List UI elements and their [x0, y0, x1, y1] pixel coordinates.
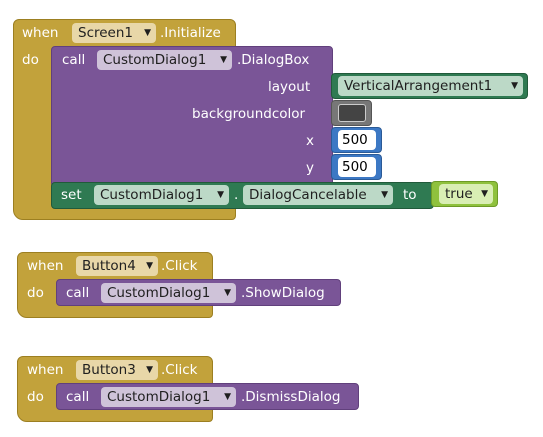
do-label: do: [27, 285, 44, 301]
call-label: call: [62, 52, 86, 68]
call-label: call: [66, 389, 90, 405]
button3-dropdown-value: Button3: [82, 362, 136, 378]
click-event-label: .Click: [161, 362, 198, 378]
set-label: set: [61, 187, 82, 203]
do-label: do: [27, 389, 44, 405]
chevron-down-icon: ▼: [146, 365, 153, 375]
true-dropdown[interactable]: true ▼: [439, 184, 493, 204]
backgroundcolor-param-label: backgroundcolor: [192, 106, 306, 122]
showdialog-customdialog1-dropdown[interactable]: CustomDialog1 ▼: [101, 283, 236, 303]
do-label: do: [22, 52, 39, 68]
dismissdialog-method-label: .DismissDialog: [241, 389, 341, 405]
true-dropdown-value: true: [445, 186, 473, 202]
dismissdialog-customdialog1-dropdown[interactable]: CustomDialog1 ▼: [101, 387, 236, 407]
x-number-field[interactable]: 500: [338, 130, 376, 150]
layout-param-label: layout: [268, 79, 311, 95]
chevron-down-icon: ▼: [217, 190, 224, 200]
dialogcancelable-property-dropdown[interactable]: DialogCancelable ▼: [243, 185, 393, 205]
verticalarrangement1-dropdown[interactable]: VerticalArrangement1 ▼: [338, 76, 523, 96]
chevron-down-icon: ▼: [381, 190, 388, 200]
customdialog1-dropdown-value: CustomDialog1: [103, 52, 207, 68]
click-event-label: .Click: [161, 258, 198, 274]
showdialog-customdialog1-value: CustomDialog1: [107, 285, 211, 301]
set-customdialog1-dropdown-value: CustomDialog1: [100, 187, 204, 203]
y-number-field[interactable]: 500: [338, 157, 376, 177]
call-label: call: [66, 285, 90, 301]
chevron-down-icon: ▼: [224, 288, 231, 298]
dialogcancelable-property-value: DialogCancelable: [249, 187, 367, 203]
chevron-down-icon: ▼: [144, 28, 151, 38]
showdialog-method-label: .ShowDialog: [241, 285, 325, 301]
chevron-down-icon: ▼: [146, 261, 153, 271]
button3-dropdown[interactable]: Button3 ▼: [76, 360, 158, 380]
y-param-label: y: [306, 160, 314, 176]
screen1-dropdown[interactable]: Screen1 ▼: [72, 23, 156, 43]
when-label: when: [27, 362, 64, 378]
chevron-down-icon: ▼: [511, 81, 518, 91]
chevron-down-icon: ▼: [481, 189, 488, 199]
screen1-dropdown-value: Screen1: [78, 25, 134, 41]
button4-dropdown[interactable]: Button4 ▼: [76, 256, 158, 276]
dialogbox-method-label: .DialogBox: [237, 52, 310, 68]
when-label: when: [27, 258, 64, 274]
verticalarrangement1-dropdown-value: VerticalArrangement1: [344, 78, 493, 94]
chevron-down-icon: ▼: [220, 55, 227, 65]
x-param-label: x: [306, 133, 314, 149]
set-customdialog1-dropdown[interactable]: CustomDialog1 ▼: [94, 185, 229, 205]
button4-dropdown-value: Button4: [82, 258, 136, 274]
to-label: to: [403, 187, 417, 203]
initialize-event-label: .Initialize: [160, 25, 221, 41]
property-dot-label: .: [234, 187, 239, 203]
color-swatch[interactable]: [338, 104, 366, 122]
chevron-down-icon: ▼: [224, 392, 231, 402]
dismissdialog-customdialog1-value: CustomDialog1: [107, 389, 211, 405]
customdialog1-dropdown[interactable]: CustomDialog1 ▼: [97, 50, 232, 70]
when-label: when: [22, 25, 59, 41]
